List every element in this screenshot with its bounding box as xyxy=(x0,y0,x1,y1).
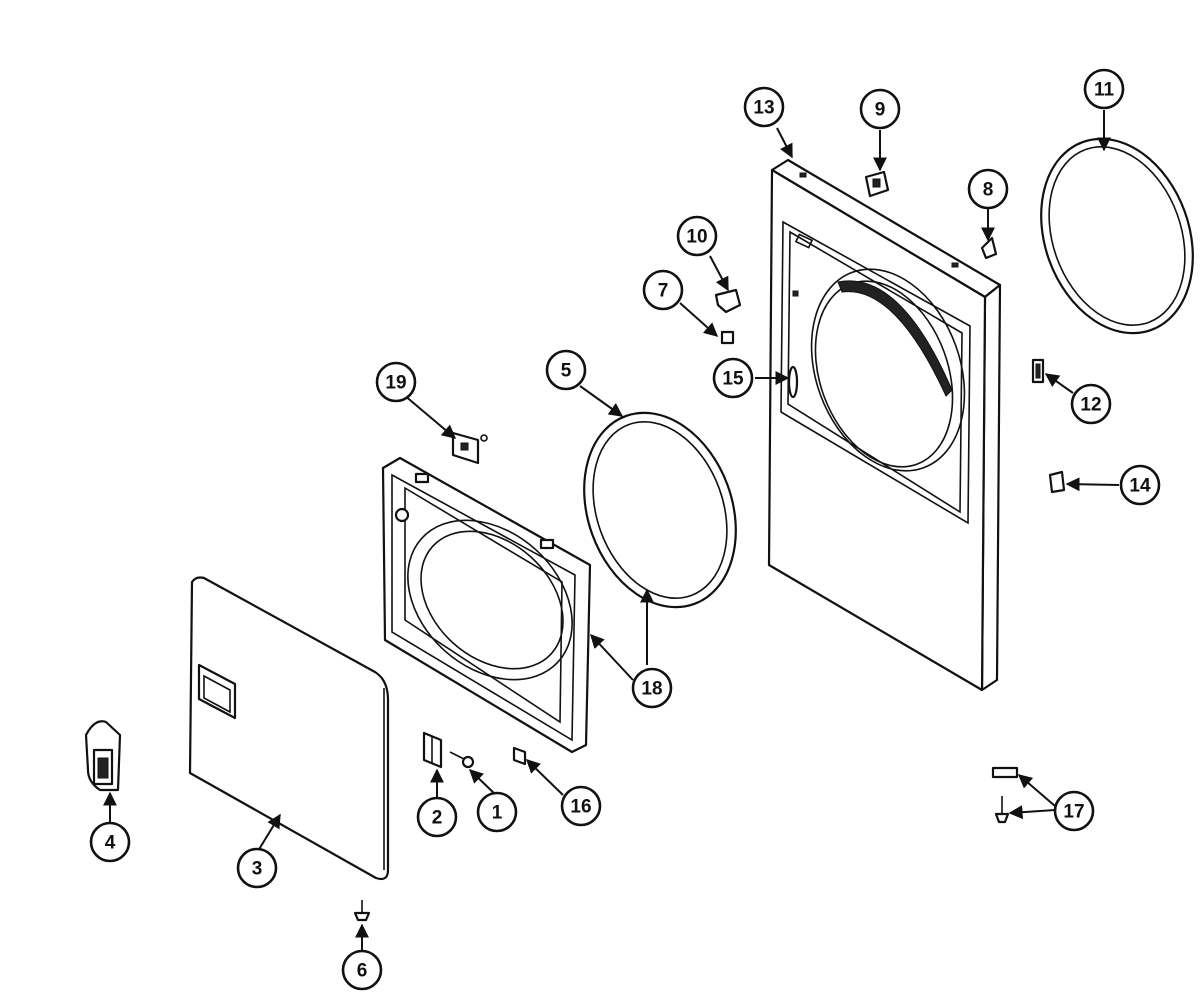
callout-label: 12 xyxy=(1080,395,1101,416)
callout-7: 7 xyxy=(642,269,684,311)
leader-lines xyxy=(103,110,1120,952)
strike-plate xyxy=(512,746,527,766)
door-screw xyxy=(353,900,371,922)
inner-door-frame xyxy=(381,456,592,754)
callout-label: 18 xyxy=(641,679,662,700)
callout-label: 2 xyxy=(432,808,443,829)
callout-2: 2 xyxy=(416,796,458,838)
callout-19: 19 xyxy=(375,361,417,403)
callout-8: 8 xyxy=(967,168,1009,210)
callout-15: 15 xyxy=(712,357,754,399)
panel-screws xyxy=(991,766,1019,824)
panel-clip-top xyxy=(864,170,890,198)
callout-3: 3 xyxy=(236,847,278,889)
panel-clip-side xyxy=(980,236,998,260)
callout-label: 19 xyxy=(385,373,406,394)
callout-label: 11 xyxy=(1094,80,1115,101)
latch-bracket xyxy=(451,431,488,465)
callout-5: 5 xyxy=(545,349,587,391)
callout-16: 16 xyxy=(560,785,602,827)
callout-4: 4 xyxy=(89,821,131,863)
callout-13: 13 xyxy=(743,86,785,128)
callout-12: 12 xyxy=(1070,383,1112,425)
door-handle xyxy=(84,720,122,792)
callout-label: 8 xyxy=(983,180,994,201)
rear-gasket-ring xyxy=(1040,137,1194,335)
callout-18: 18 xyxy=(631,667,673,709)
callout-label: 16 xyxy=(570,797,591,818)
callout-label: 7 xyxy=(658,281,669,302)
callout-label: 5 xyxy=(561,361,572,382)
hinge-block xyxy=(1031,358,1045,384)
callout-label: 3 xyxy=(252,859,263,880)
callout-17: 17 xyxy=(1053,790,1095,832)
callout-label: 15 xyxy=(722,369,744,390)
catch-nut xyxy=(720,330,735,345)
front-panel xyxy=(767,158,1002,692)
callout-6: 6 xyxy=(341,949,383,991)
door-seal-ring xyxy=(583,411,737,609)
callout-10: 10 xyxy=(676,215,718,257)
callout-label: 13 xyxy=(753,98,774,119)
door-hinge xyxy=(422,731,443,769)
door-catch xyxy=(714,288,742,314)
callout-label: 4 xyxy=(105,833,116,854)
retainer-clip xyxy=(1048,470,1066,494)
callout-11: 11 xyxy=(1083,68,1125,110)
hinge-screw xyxy=(449,751,475,769)
callout-label: 14 xyxy=(1129,476,1151,497)
outer-door-panel xyxy=(188,576,390,881)
callout-label: 6 xyxy=(357,961,368,982)
callout-9: 9 xyxy=(859,88,901,130)
callout-label: 17 xyxy=(1063,802,1084,823)
callout-label: 10 xyxy=(686,227,707,248)
callout-1: 1 xyxy=(476,791,518,833)
callout-14: 14 xyxy=(1119,464,1161,506)
callout-label: 9 xyxy=(875,100,886,121)
callout-label: 1 xyxy=(492,803,503,824)
